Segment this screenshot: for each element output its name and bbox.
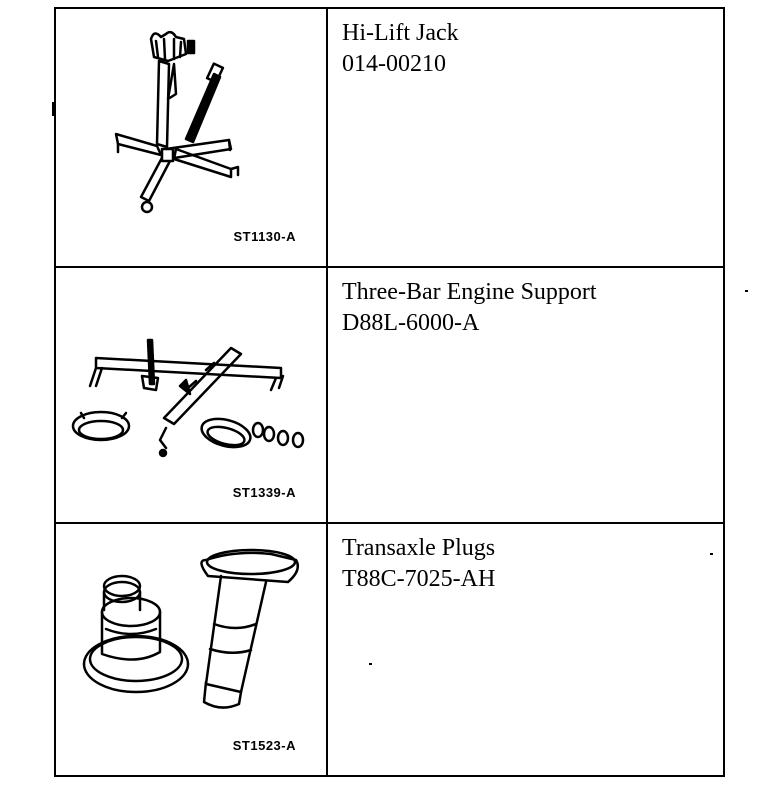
description-cell: Three-Bar Engine Support D88L-6000-A (330, 268, 723, 522)
scan-speck (52, 102, 54, 116)
illustration-cell: ST1339-A (56, 268, 328, 522)
engine-support-illustration (71, 338, 305, 458)
tool-row-engine-support: ST1339-A Three-Bar Engine Support D88L-6… (56, 266, 723, 522)
description-cell: Hi-Lift Jack 014-00210 (330, 9, 723, 266)
figure-code: ST1130-A (233, 229, 296, 244)
tool-name: Hi-Lift Jack (342, 20, 459, 46)
figure-code: ST1523-A (232, 738, 296, 753)
special-tools-table: ST1130-A Hi-Lift Jack 014-00210 (54, 7, 725, 777)
part-number: 014-00210 (342, 51, 446, 77)
scan-speck (369, 663, 372, 665)
description-cell: Transaxle Plugs T88C-7025-AH (330, 524, 723, 775)
hi-lift-jack-illustration (114, 30, 240, 214)
part-number: D88L-6000-A (342, 310, 480, 336)
scan-speck (745, 290, 748, 292)
tool-name: Transaxle Plugs (342, 535, 496, 561)
figure-code: ST1339-A (232, 485, 296, 500)
illustration-cell: ST1523-A (56, 524, 328, 775)
scan-speck (710, 553, 713, 555)
part-number: T88C-7025-AH (342, 566, 496, 592)
illustration-cell: ST1130-A (56, 9, 328, 266)
transaxle-plugs-illustration (82, 548, 299, 709)
tool-name: Three-Bar Engine Support (342, 279, 597, 305)
tool-row-transaxle-plugs: ST1523-A Transaxle Plugs T88C-7025-AH (56, 522, 723, 775)
tool-row-hi-lift-jack: ST1130-A Hi-Lift Jack 014-00210 (56, 9, 723, 266)
